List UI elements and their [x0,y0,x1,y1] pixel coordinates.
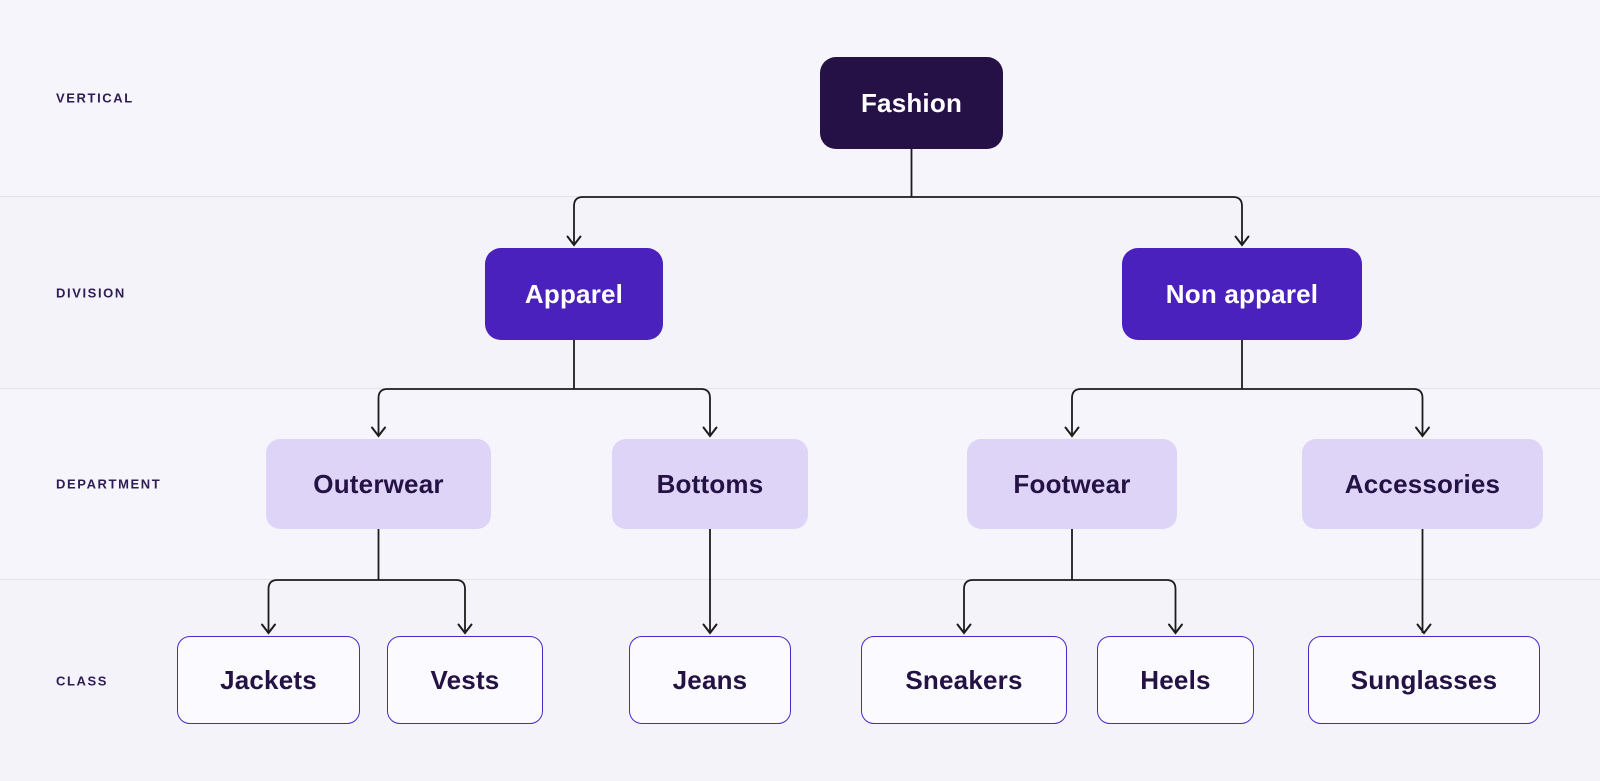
band-label-department: DEPARTMENT [56,476,162,492]
node-non-apparel: Non apparel [1122,248,1362,340]
band-label-class: CLASS [56,673,109,688]
node-jeans: Jeans [629,636,791,724]
node-heels: Heels [1097,636,1254,724]
band-label-vertical: VERTICAL [56,90,134,106]
node-accessories: Accessories [1302,439,1543,529]
node-apparel: Apparel [485,248,663,340]
node-vests: Vests [387,636,543,724]
node-fashion: Fashion [820,57,1003,149]
node-outerwear: Outerwear [266,439,491,529]
band-vertical: VERTICAL [0,0,1600,196]
node-sneakers: Sneakers [861,636,1067,724]
node-sunglasses: Sunglasses [1308,636,1540,724]
node-jackets: Jackets [177,636,360,724]
node-footwear: Footwear [967,439,1177,529]
band-label-division: DIVISION [56,285,126,300]
node-bottoms: Bottoms [612,439,808,529]
